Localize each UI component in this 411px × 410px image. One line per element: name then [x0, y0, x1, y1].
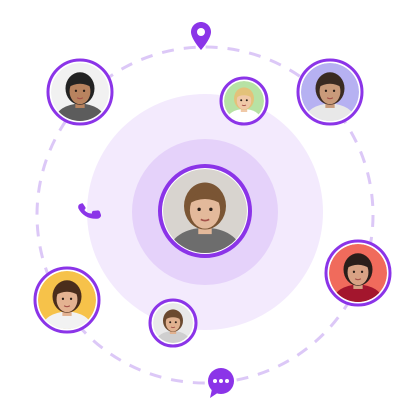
- avatar-right[interactable]: [324, 239, 392, 316]
- phone-icon[interactable]: [77, 199, 102, 224]
- avatar-bottom-small[interactable]: [148, 298, 198, 353]
- chat-bubble-icon[interactable]: [208, 368, 234, 398]
- avatar-top-right[interactable]: [296, 58, 364, 136]
- avatar-bottom-left[interactable]: [33, 266, 101, 343]
- orbit-ring: [35, 45, 375, 385]
- avatars: [33, 58, 392, 353]
- avatar-center[interactable]: [158, 164, 252, 274]
- avatar-top-left[interactable]: [46, 58, 114, 136]
- location-pin-icon[interactable]: [191, 22, 211, 50]
- avatar-top-small[interactable]: [219, 76, 269, 131]
